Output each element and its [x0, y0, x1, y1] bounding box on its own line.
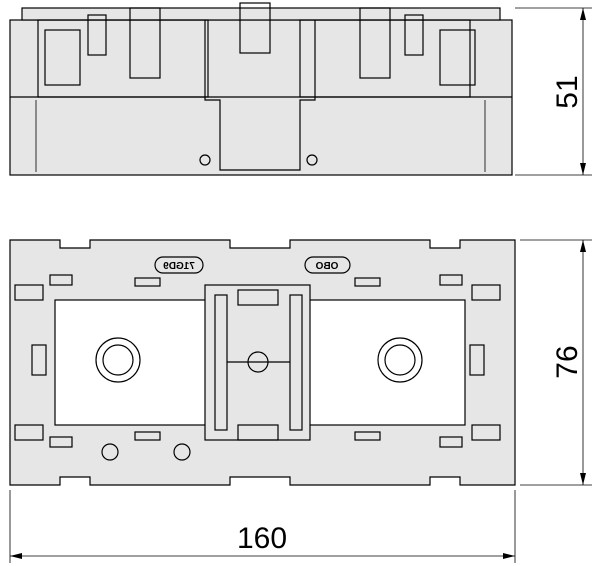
width-dimension: 160 [237, 522, 287, 555]
side-view [9, 2, 513, 176]
depth-dimension: 76 [551, 345, 584, 378]
dimension-lines [9, 7, 592, 563]
brand-label: OBO [315, 261, 338, 272]
top-view: 71GD9 OBO [9, 239, 516, 486]
height-dimension: 51 [551, 75, 584, 108]
part-number-label: 71GD9 [163, 261, 195, 272]
